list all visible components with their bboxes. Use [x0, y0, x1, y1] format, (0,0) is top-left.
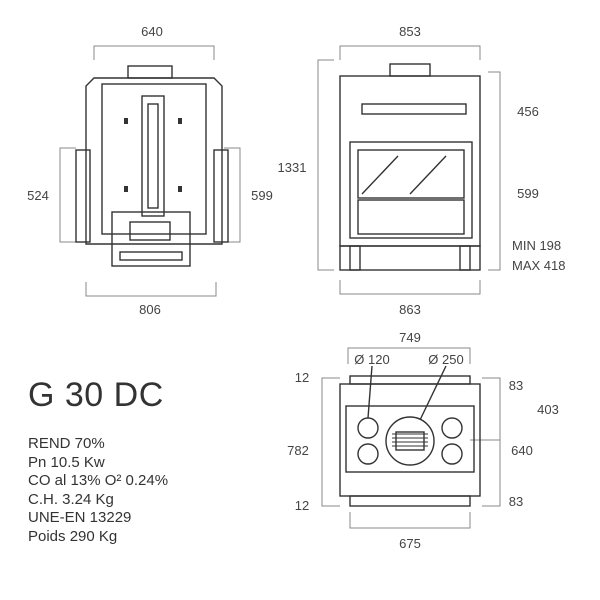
top-right-bottom-label: 83 [509, 494, 523, 509]
front-max-label: MAX 418 [512, 258, 565, 273]
side-left-duct [75, 149, 91, 243]
top-duct-small [441, 417, 463, 439]
top-right-top-label: 83 [509, 378, 523, 393]
front-top-width-label: 853 [399, 24, 421, 39]
top-duct-small [357, 417, 379, 439]
top-inner-panel [345, 405, 475, 473]
side-base-box [111, 211, 191, 267]
side-bolt [178, 118, 182, 124]
side-base-panel [129, 221, 171, 241]
front-casing [339, 75, 481, 247]
side-left-height-label: 524 [27, 188, 49, 203]
front-firebox [357, 199, 465, 235]
front-right-dim-line [488, 71, 501, 271]
top-duct-small [441, 443, 463, 465]
front-glass-reflection [409, 155, 447, 195]
top-left-dim-line [321, 377, 340, 507]
spec-standard: UNE-EN 13229 [28, 509, 132, 527]
side-bolt [124, 186, 128, 192]
front-min-label: MIN 198 [512, 238, 561, 253]
front-glass [357, 149, 465, 199]
side-inner-frame [101, 83, 207, 235]
side-center-slot [141, 95, 165, 217]
top-right-height-label: 640 [511, 443, 533, 458]
side-bottom-dim-line [85, 282, 217, 297]
front-view: 853 863 1331 456 599 MIN 198 MAX 418 [278, 24, 566, 317]
front-bottom-dim-line [339, 280, 481, 295]
top-rear-flange [349, 375, 471, 385]
side-slot-inner [147, 103, 159, 209]
duct-small-label: Ø 120 [354, 352, 389, 367]
spec-weight: Poids 290 Kg [28, 527, 118, 545]
top-width-dim-line [347, 347, 471, 364]
side-bolt [124, 118, 128, 124]
side-right-height-label: 599 [251, 188, 273, 203]
top-left-top-label: 12 [295, 370, 309, 385]
front-top-dim-line [339, 45, 481, 60]
top-right-dim-line [482, 377, 501, 507]
top-bottom-dim-line [349, 512, 471, 529]
top-bottom-width-label: 675 [399, 536, 421, 551]
side-top-dim-line [93, 45, 215, 60]
side-flue-collar [127, 65, 173, 79]
top-duct-large [385, 416, 435, 466]
front-upper-slot [361, 103, 467, 115]
side-bottom-width-label: 806 [139, 302, 161, 317]
top-front-flange [349, 495, 471, 507]
front-flue-collar [389, 63, 431, 77]
side-outer-casing [85, 77, 223, 245]
side-top-width-label: 640 [141, 24, 163, 39]
front-total-height-label: 1331 [278, 160, 307, 175]
front-door-frame [349, 141, 473, 239]
top-left-bottom-label: 12 [295, 498, 309, 513]
spec-efficiency: REND 70% [28, 435, 105, 452]
top-width-label: 749 [399, 330, 421, 345]
front-base-leg [459, 245, 471, 271]
side-left-dim-line [59, 147, 76, 243]
top-left-height-label: 782 [287, 443, 309, 458]
top-leader-small [367, 365, 373, 419]
spec-co: CO al 13% O² 0.24% [28, 472, 169, 490]
top-duct-grille [395, 431, 425, 451]
front-upper-height-label: 456 [517, 104, 539, 119]
side-right-duct [213, 149, 229, 243]
spec-list: REND 70% Pn 10.5 Kw CO al 13% O² 0.24% C… [28, 435, 168, 547]
spec-power: Pn 10.5 Kw [28, 453, 105, 471]
side-right-dim-line [224, 147, 241, 243]
top-body [339, 383, 481, 497]
front-glass-reflection [361, 155, 399, 195]
side-view: 640 806 524 599 [27, 24, 273, 317]
spec-hourly-consumption: C.H. 3.24 Kg [28, 490, 114, 508]
front-bottom-width-label: 863 [399, 302, 421, 317]
front-base-leg [349, 245, 361, 271]
side-base-vent [119, 251, 183, 261]
side-bolt [178, 186, 182, 192]
top-leader-large [419, 365, 447, 421]
front-total-dim-line [317, 59, 334, 271]
model-title: G 30 DC [28, 376, 164, 414]
front-base [339, 245, 481, 271]
top-right-half-label: 403 [537, 402, 559, 417]
duct-large-label: Ø 250 [428, 352, 463, 367]
top-duct-small [357, 443, 379, 465]
front-glass-height-label: 599 [517, 186, 539, 201]
top-view: 749 Ø 120 Ø 250 675 12 782 12 83 403 640… [287, 330, 559, 551]
